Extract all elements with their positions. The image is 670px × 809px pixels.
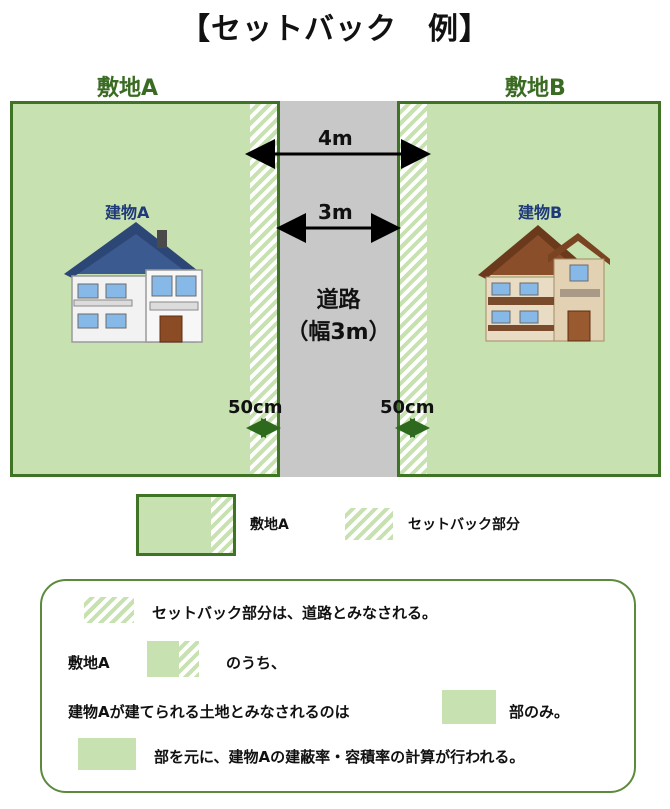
legend-site-a-label: 敷地A: [250, 517, 289, 533]
note2-site-swatch: [147, 641, 179, 677]
site-a: [10, 101, 280, 477]
road-label: 道路 （幅3m）: [280, 285, 397, 349]
note-line2-rest: のうち、: [226, 654, 287, 672]
notes-box: [40, 579, 636, 793]
legend-setback-swatch: [345, 508, 393, 540]
note3-site-swatch: [442, 690, 496, 724]
note-line3: 建物Aが建てられる土地とみなされるのは: [68, 703, 350, 721]
setback-left-label: 50cm: [228, 397, 283, 418]
building-b-label: 建物B: [518, 203, 563, 222]
note-line1: セットバック部分は、道路とみなされる。: [152, 604, 438, 622]
legend-setback-label: セットバック部分: [408, 517, 520, 533]
building-a-label: 建物A: [105, 203, 150, 222]
dimension-arrows: [245, 139, 431, 438]
setback-right-label: 50cm: [380, 397, 435, 418]
dim-4m-label: 4m: [318, 126, 353, 150]
house-a-icon: [64, 222, 203, 343]
site-b-label: 敷地B: [505, 76, 566, 101]
note-line3-rest: 部のみ。: [509, 703, 570, 721]
note1-setback-swatch: [84, 597, 134, 623]
legend-site-a-hatch: [211, 497, 233, 553]
note-line4: 部を元に、建物Aの建蔽率・容積率の計算が行われる。: [154, 748, 525, 766]
page-title: 【セットバック 例】: [180, 12, 490, 47]
road-label-width: （幅3m）: [286, 320, 391, 345]
note2-setback-swatch: [179, 641, 199, 677]
note4-site-swatch: [78, 738, 136, 770]
dim-3m-label: 3m: [318, 200, 353, 224]
note-line2-site: 敷地A: [68, 654, 110, 672]
house-b-icon: [478, 225, 610, 342]
site-a-label: 敷地A: [97, 76, 159, 101]
road-label-name: 道路: [316, 288, 361, 313]
